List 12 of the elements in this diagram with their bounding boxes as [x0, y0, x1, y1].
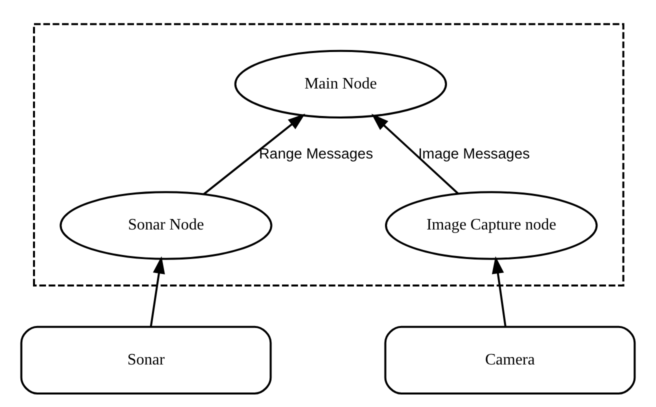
node-box: Camera	[384, 326, 636, 394]
arrow	[371, 114, 459, 194]
node-box: Sonar	[20, 326, 272, 394]
node-ellipse: Main Node	[234, 50, 447, 118]
node-ellipse: Sonar Node	[60, 191, 272, 260]
edge-label: Range Messages	[258, 146, 374, 163]
edge-label: Image Messages	[418, 146, 530, 163]
arrow	[492, 256, 506, 327]
arrow	[150, 256, 165, 327]
node-ellipse: Image Capture node	[385, 191, 598, 260]
cluster	[33, 23, 624, 286]
arrow	[203, 114, 306, 195]
